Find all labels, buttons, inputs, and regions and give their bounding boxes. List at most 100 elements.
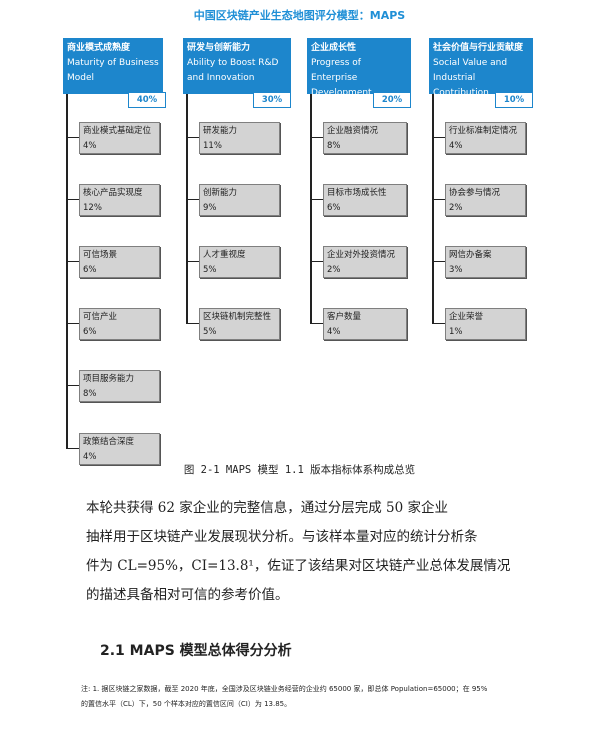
category-en-label: Ability to Boost R&D and Innovation [187, 58, 279, 83]
indicator-value: 4% [83, 141, 97, 151]
indicator-box: 区块链机制完整性 5% [199, 308, 280, 340]
indicator-box: 企业对外投资情况 2% [323, 246, 407, 278]
indicator-value: 1% [449, 327, 463, 337]
indicator-box: 研发能力 11% [199, 122, 280, 154]
connector-line [66, 94, 68, 449]
category-weight: 10% [495, 92, 533, 108]
indicator-box: 行业标准制定情况 4% [445, 122, 526, 154]
indicator-name: 客户数量 [327, 312, 362, 322]
indicator-name: 人才重视度 [203, 250, 246, 260]
indicator-name: 商业模式基础定位 [83, 126, 152, 136]
diagram-title: 中国区块链产业生态地图评分模型：MAPS [193, 9, 406, 22]
indicator-value: 8% [327, 141, 341, 151]
indicator-name: 企业荣誉 [449, 312, 484, 322]
footnote-line: 的置信水平（CL）下，50 个样本对应的置信区间（CI）为 13.85。 [81, 700, 292, 708]
connector-line [66, 385, 80, 386]
indicator-name: 企业融资情况 [327, 126, 379, 136]
indicator-name: 企业对外投资情况 [327, 250, 396, 260]
connector-line [66, 199, 80, 200]
connector-line [186, 323, 200, 324]
indicator-value: 9% [203, 203, 217, 213]
category-zh-label: 研发与创新能力 [187, 43, 251, 53]
category-weight: 20% [373, 92, 411, 108]
indicator-name: 项目服务能力 [83, 374, 135, 384]
indicator-name: 政策结合深度 [83, 437, 135, 447]
connector-line [186, 199, 200, 200]
indicator-value: 4% [83, 452, 97, 462]
footnote: 注: 1. 据区块链之家数据，截至 2020 年底，全国涉及区块链业务经营的企业… [81, 682, 531, 712]
category-header-social-value: 社会价值与行业贡献度 Social Value and Industrial C… [429, 38, 533, 98]
category-weight: 30% [253, 92, 291, 108]
indicator-box: 协会参与情况 2% [445, 184, 526, 216]
indicator-value: 6% [83, 265, 97, 275]
connector-line [66, 137, 80, 138]
indicator-value: 6% [83, 327, 97, 337]
category-weight: 40% [128, 92, 166, 108]
indicator-value: 4% [327, 327, 341, 337]
indicator-value: 11% [203, 141, 222, 151]
indicator-value: 2% [327, 265, 341, 275]
body-paragraph-line: 件为 CL=95%，CI=13.8¹，佐证了该结果对区块链产业总体发展情况 [86, 558, 511, 574]
category-zh-label: 企业成长性 [311, 43, 357, 53]
indicator-box: 可信产业 6% [79, 308, 160, 340]
category-header-business-model: 商业模式成熟度 Maturity of Business Model [63, 38, 163, 94]
indicator-name: 协会参与情况 [449, 188, 501, 198]
indicator-box: 企业荣誉 1% [445, 308, 526, 340]
connector-line [66, 448, 80, 449]
indicator-box: 商业模式基础定位 4% [79, 122, 160, 154]
indicator-box: 目标市场成长性 6% [323, 184, 407, 216]
connector-line [310, 323, 324, 324]
category-zh-label: 社会价值与行业贡献度 [433, 43, 524, 53]
connector-line [186, 261, 200, 262]
indicator-value: 5% [203, 327, 217, 337]
indicator-box: 核心产品实现度 12% [79, 184, 160, 216]
indicator-value: 6% [327, 203, 341, 213]
indicator-value: 3% [449, 265, 463, 275]
indicator-value: 4% [449, 141, 463, 151]
indicator-box: 企业融资情况 8% [323, 122, 407, 154]
category-en-label: Social Value and Industrial Contribution [433, 58, 508, 98]
connector-line [432, 261, 446, 262]
indicator-name: 核心产品实现度 [83, 188, 143, 198]
category-header-growth: 企业成长性 Progress of Enterprise Development [307, 38, 411, 98]
figure-caption: 图 2-1 MAPS 模型 1.1 版本指标体系构成总览 [183, 464, 416, 476]
indicator-box: 政策结合深度 4% [79, 433, 160, 465]
connector-line [186, 137, 200, 138]
indicator-name: 可信产业 [83, 312, 118, 322]
footnote-line: 注: 1. 据区块链之家数据，截至 2020 年底，全国涉及区块链业务经营的企业… [81, 685, 488, 693]
section-heading: 2.1 MAPS 模型总体得分分析 [100, 643, 292, 659]
indicator-name: 行业标准制定情况 [449, 126, 518, 136]
connector-line [66, 261, 80, 262]
indicator-value: 2% [449, 203, 463, 213]
indicator-name: 网信办备案 [449, 250, 492, 260]
connector-line [66, 323, 80, 324]
connector-line [310, 94, 312, 324]
category-en-label: Maturity of Business Model [67, 58, 159, 83]
connector-line [310, 199, 324, 200]
indicator-name: 区块链机制完整性 [203, 312, 272, 322]
connector-line [432, 137, 446, 138]
indicator-box: 网信办备案 3% [445, 246, 526, 278]
connector-line [186, 94, 188, 324]
indicator-box: 项目服务能力 8% [79, 370, 160, 402]
indicator-value: 12% [83, 203, 102, 213]
body-paragraph-line: 抽样用于区块链产业发展现状分析。与该样本量对应的统计分析条 [86, 529, 478, 545]
connector-line [432, 199, 446, 200]
indicator-box: 客户数量 4% [323, 308, 407, 340]
connector-line [432, 323, 446, 324]
category-zh-label: 商业模式成熟度 [67, 43, 131, 53]
body-paragraph-line: 本轮共获得 62 家企业的完整信息，通过分层完成 50 家企业 [86, 500, 449, 516]
indicator-name: 研发能力 [203, 126, 238, 136]
connector-line [310, 137, 324, 138]
body-paragraph-line: 的描述具备相对可信的参考价值。 [86, 587, 289, 603]
indicator-name: 可信场景 [83, 250, 118, 260]
indicator-name: 目标市场成长性 [327, 188, 387, 198]
indicator-box: 可信场景 6% [79, 246, 160, 278]
category-en-label: Progress of Enterprise Development [311, 58, 372, 98]
connector-line [310, 261, 324, 262]
indicator-value: 8% [83, 389, 97, 399]
indicator-value: 5% [203, 265, 217, 275]
indicator-box: 人才重视度 5% [199, 246, 280, 278]
connector-line [432, 94, 434, 324]
